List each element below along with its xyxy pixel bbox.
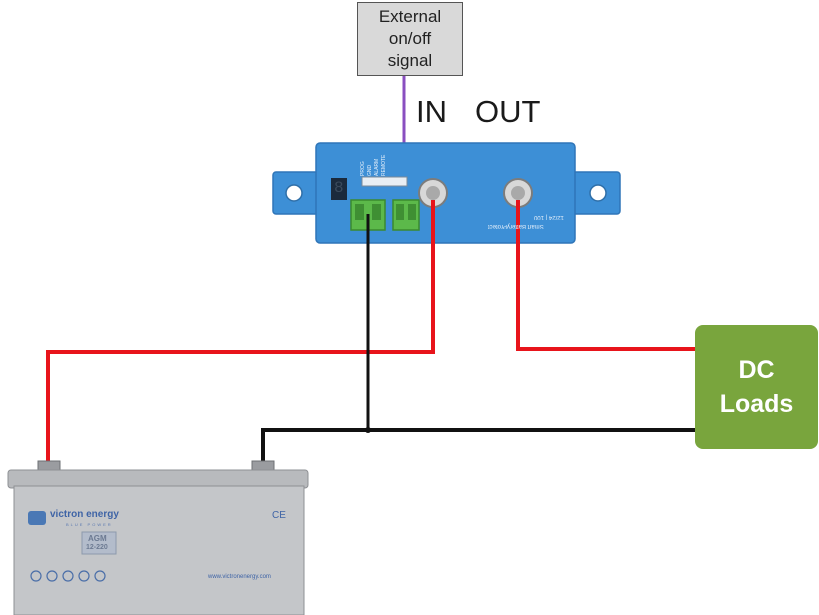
eye-protection-icon: [46, 570, 58, 582]
victron-logo-mark: [28, 511, 46, 525]
battery: [7, 460, 309, 615]
in-label: IN: [416, 94, 447, 129]
seven-segment-display: [331, 178, 347, 200]
negative-wire-battery-loads: [261, 428, 695, 463]
remote-terminal-slot-1: [396, 204, 404, 220]
remote-terminal-slot-2: [408, 204, 416, 220]
out-label: OUT: [475, 94, 541, 129]
pin-label-remote: REMOTE: [381, 154, 387, 176]
battery-cert: CE: [272, 510, 286, 521]
battery-case: [13, 485, 305, 615]
out-stud-nut: [511, 186, 525, 200]
external-signal-box: External on/off signal: [357, 2, 463, 76]
dc-loads-line2: Loads: [719, 390, 794, 418]
dc-loads-line1: DC: [738, 356, 775, 384]
warning-icon: [30, 570, 42, 582]
device-rating-text: 12/24 | 100: [534, 214, 564, 220]
mounting-hole-right: [589, 184, 607, 202]
no-flame-icon: [62, 570, 74, 582]
ground-terminal-slot-2: [372, 204, 381, 220]
agm-badge: [81, 531, 117, 555]
ground-junction: [365, 427, 371, 433]
pin-label-gnd: GND: [367, 164, 373, 176]
battery-brand: victron energy: [50, 509, 119, 520]
mounting-hole-left: [285, 184, 303, 202]
positive-wire-battery-in: [46, 200, 435, 463]
in-stud-nut: [426, 186, 440, 200]
external-signal-line3: signal: [387, 51, 433, 70]
battery-type-line2: 12-220: [86, 544, 108, 551]
pin-header: [361, 176, 408, 187]
recycle-icon: [78, 570, 90, 582]
external-signal-line2: on/off: [388, 29, 432, 48]
device-name-text: Smart BatteryProtect: [488, 223, 544, 229]
battery-lid: [7, 469, 309, 489]
pin-label-alarm: ALARM: [374, 158, 380, 176]
battery-type-line1: AGM: [88, 534, 107, 543]
pin-label-prog: PROG: [360, 161, 366, 176]
ground-terminal-slot-1: [355, 204, 364, 220]
dc-loads-box: DC Loads: [695, 325, 818, 449]
battery-website: www.victronenergy.com: [208, 574, 271, 580]
display-digit: 8: [334, 179, 344, 197]
positive-wire-out-loads: [516, 200, 695, 351]
pin-header-labels: PROG GND ALARM REMOTE: [360, 150, 410, 176]
manual-icon: [94, 570, 106, 582]
battery-tagline: BLUE POWER: [66, 522, 113, 527]
battery-protect-device: [272, 142, 621, 244]
external-signal-line1: External: [378, 7, 442, 26]
